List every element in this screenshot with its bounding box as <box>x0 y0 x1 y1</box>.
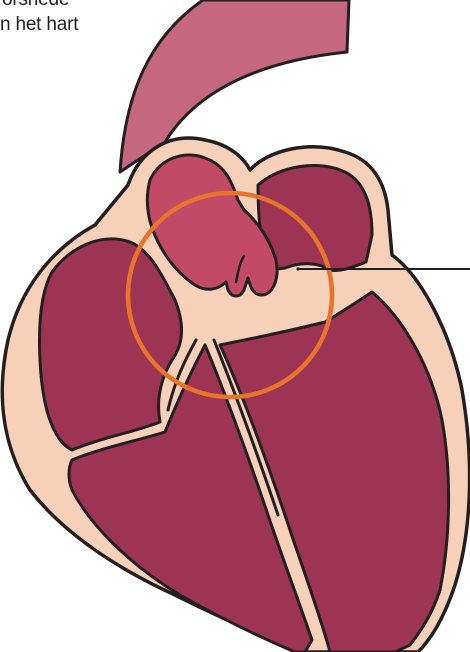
pointer-dot <box>296 267 299 270</box>
left-upper-chamber <box>40 239 182 450</box>
